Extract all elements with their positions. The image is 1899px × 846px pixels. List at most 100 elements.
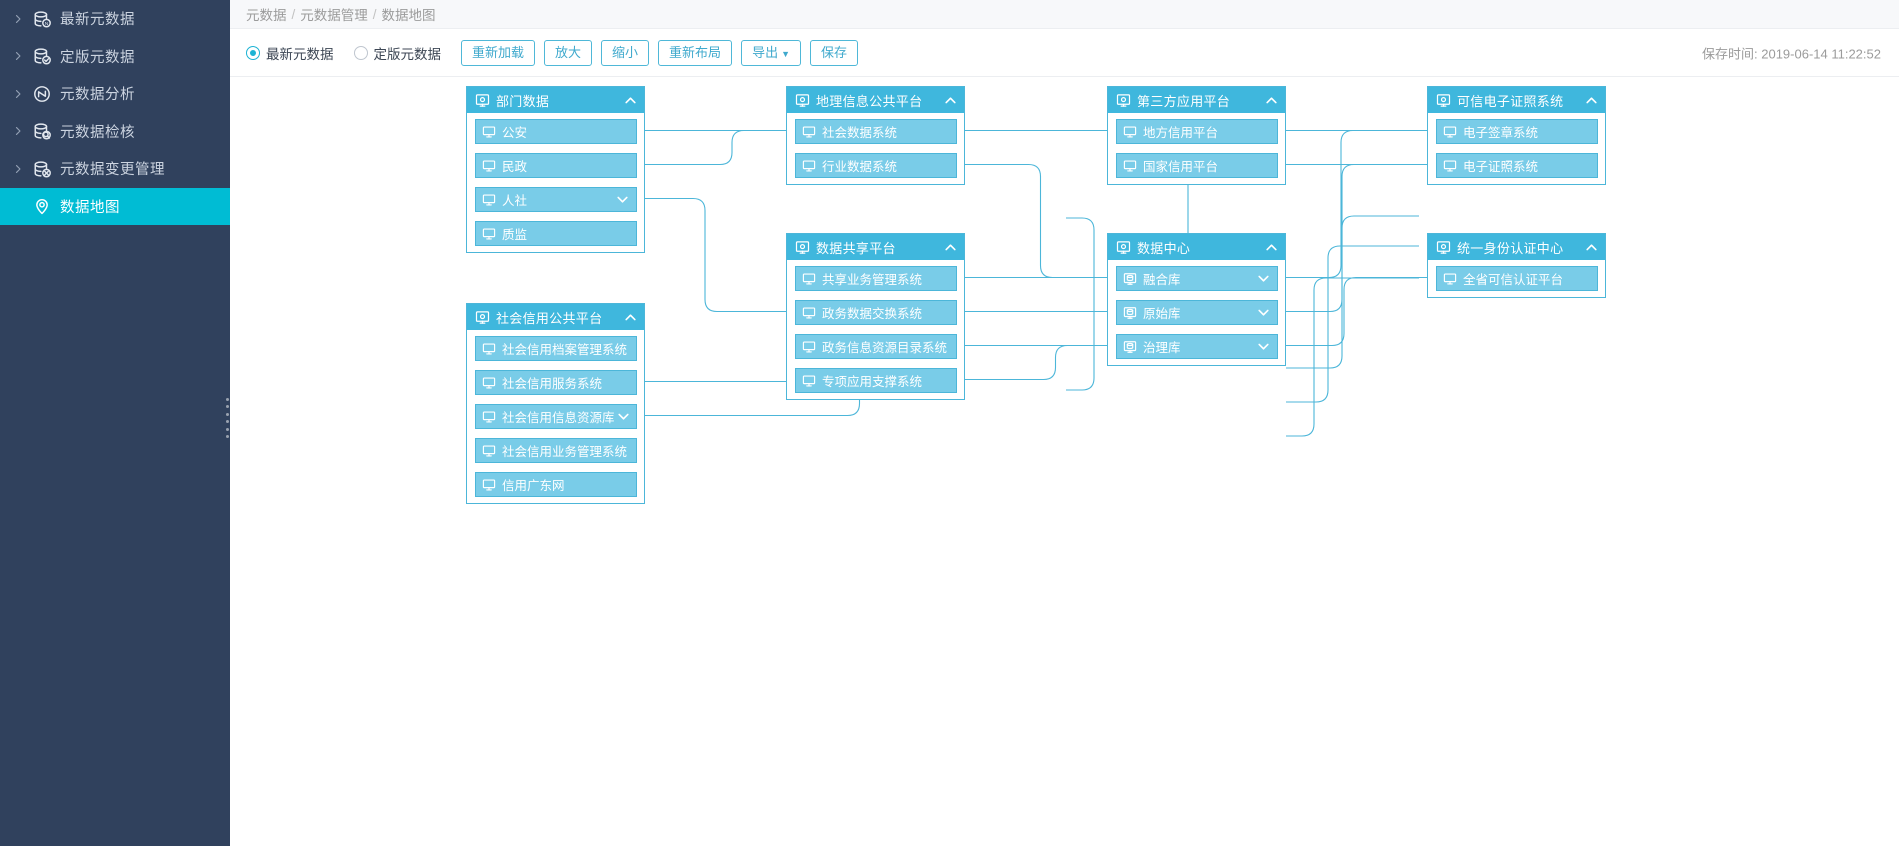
node-shxy-2[interactable]: 社会信用服务系统 — [475, 370, 637, 395]
caret-down-icon: ▼ — [781, 48, 790, 59]
node-sjzx-2[interactable]: 原始库 — [1116, 300, 1278, 325]
breadcrumb-item-2[interactable]: 元数据管理 — [300, 8, 368, 23]
group-title: 社会信用公共平台 — [496, 310, 603, 326]
chevron-up-icon[interactable] — [1263, 93, 1279, 108]
group-header-sjzx[interactable]: 数据中心 — [1108, 234, 1285, 260]
edge — [638, 129, 786, 166]
group-tysf[interactable]: 统一身份认证中心全省可信认证平台 — [1427, 233, 1606, 298]
node-label: 社会信用服务系统 — [502, 377, 603, 391]
db-node-icon — [1123, 306, 1138, 320]
chevron-up-icon[interactable] — [942, 240, 958, 255]
node-label: 人社 — [502, 194, 528, 208]
group-bmsj[interactable]: 部门数据公安民政人社质监 — [466, 86, 645, 253]
edge — [1286, 277, 1419, 437]
group-icon — [795, 240, 811, 255]
node-bmsj-2[interactable]: 民政 — [475, 153, 637, 178]
node-sjgx-2[interactable]: 政务数据交换系统 — [795, 300, 957, 325]
chevron-down-icon[interactable] — [1254, 305, 1272, 320]
group-header-dlxx[interactable]: 地理信息公共平台 — [787, 87, 964, 113]
save-button[interactable]: 保存 — [810, 39, 859, 66]
sidebar-item-2[interactable]: 定版元数据 — [0, 38, 230, 76]
node-shxy-4[interactable]: 社会信用业务管理系统 — [475, 438, 637, 463]
group-header-shxy[interactable]: 社会信用公共平台 — [467, 304, 644, 330]
group-kxdz[interactable]: 可信电子证照系统电子签章系统电子证照系统 — [1427, 86, 1606, 185]
group-body-dlxx: 社会数据系统行业数据系统 — [787, 113, 964, 184]
graph-canvas[interactable]: 部门数据公安民政人社质监社会信用公共平台社会信用档案管理系统社会信用服务系统社会… — [230, 78, 1899, 846]
group-body-tysf: 全省可信认证平台 — [1428, 260, 1605, 297]
node-tysf-1[interactable]: 全省可信认证平台 — [1436, 266, 1598, 291]
edge — [638, 197, 786, 313]
sidebar-item-4[interactable]: 元数据检核 — [0, 113, 230, 151]
sidebar-resize-handle[interactable] — [224, 398, 230, 438]
group-dlxx[interactable]: 地理信息公共平台社会数据系统行业数据系统 — [786, 86, 965, 185]
monitor-icon — [1443, 159, 1458, 173]
breadcrumb-separator: / — [372, 6, 377, 22]
group-icon — [795, 93, 811, 108]
monitor-icon — [802, 374, 817, 388]
group-sjzx[interactable]: 数据中心融合库原始库治理库 — [1107, 233, 1286, 366]
group-sjgx[interactable]: 数据共享平台共享业务管理系统政务数据交换系统政务信息资源目录系统专项应用支撑系统 — [786, 233, 965, 400]
radio-latest-metadata[interactable]: 最新元数据 — [246, 43, 346, 63]
group-icon — [475, 93, 491, 108]
chevron-up-icon[interactable] — [622, 310, 638, 325]
group-dsfyy[interactable]: 第三方应用平台地方信用平台国家信用平台 — [1107, 86, 1286, 185]
export-button[interactable]: 导出▼ — [741, 39, 801, 66]
chevron-down-icon[interactable] — [1254, 339, 1272, 354]
group-header-tysf[interactable]: 统一身份认证中心 — [1428, 234, 1605, 260]
group-header-dsfyy[interactable]: 第三方应用平台 — [1108, 87, 1285, 113]
node-shxy-5[interactable]: 信用广东网 — [475, 472, 637, 497]
node-sjgx-1[interactable]: 共享业务管理系统 — [795, 266, 957, 291]
sidebar-item-6[interactable]: 数据地图 — [0, 187, 230, 225]
group-title: 可信电子证照系统 — [1457, 93, 1564, 109]
monitor-icon — [482, 159, 497, 173]
radio-versioned-metadata[interactable]: 定版元数据 — [353, 43, 454, 63]
node-dsfyy-1[interactable]: 地方信用平台 — [1116, 119, 1278, 144]
chevron-up-icon[interactable] — [622, 93, 638, 108]
node-dlxx-2[interactable]: 行业数据系统 — [795, 153, 957, 178]
handle-dot — [225, 412, 229, 416]
node-bmsj-4[interactable]: 质监 — [475, 221, 637, 246]
zoom-in-button[interactable]: 放大 — [544, 39, 593, 66]
group-header-kxdz[interactable]: 可信电子证照系统 — [1428, 87, 1605, 113]
breadcrumb-item-1[interactable]: 元数据 — [246, 8, 287, 23]
node-sjgx-3[interactable]: 政务信息资源目录系统 — [795, 334, 957, 359]
node-kxdz-2[interactable]: 电子证照系统 — [1436, 153, 1598, 178]
node-shxy-1[interactable]: 社会信用档案管理系统 — [475, 336, 637, 361]
node-bmsj-3[interactable]: 人社 — [475, 187, 637, 212]
node-kxdz-1[interactable]: 电子签章系统 — [1436, 119, 1598, 144]
node-sjzx-3[interactable]: 治理库 — [1116, 334, 1278, 359]
group-header-bmsj[interactable]: 部门数据 — [467, 87, 644, 113]
db-search-icon — [28, 122, 56, 140]
sidebar-item-5[interactable]: 元数据变更管理 — [0, 150, 230, 188]
node-sjzx-1[interactable]: 融合库 — [1116, 266, 1278, 291]
chevron-up-icon[interactable] — [1583, 240, 1599, 255]
node-label: 政务数据交换系统 — [822, 307, 923, 321]
node-shxy-3[interactable]: 社会信用信息资源库 — [475, 404, 637, 429]
node-label: 治理库 — [1143, 341, 1181, 355]
chevron-down-icon[interactable] — [1254, 271, 1272, 286]
group-shxy[interactable]: 社会信用公共平台社会信用档案管理系统社会信用服务系统社会信用信息资源库社会信用业… — [466, 303, 645, 504]
sidebar-item-3[interactable]: 元数据分析 — [0, 75, 230, 113]
zoom-out-button[interactable]: 缩小 — [601, 39, 650, 66]
edge — [1286, 215, 1419, 369]
node-dsfyy-2[interactable]: 国家信用平台 — [1116, 153, 1278, 178]
map-pin-icon — [28, 197, 56, 215]
chevron-down-icon[interactable] — [613, 192, 631, 207]
chevron-up-icon[interactable] — [1583, 93, 1599, 108]
handle-dot — [225, 434, 229, 438]
node-sjgx-4[interactable]: 专项应用支撑系统 — [795, 368, 957, 393]
node-dlxx-1[interactable]: 社会数据系统 — [795, 119, 957, 144]
relayout-button[interactable]: 重新布局 — [658, 39, 733, 66]
chevron-up-icon[interactable] — [942, 93, 958, 108]
handle-dot — [225, 405, 229, 409]
chevron-down-icon[interactable] — [615, 409, 633, 424]
reload-button[interactable]: 重新加载 — [461, 39, 536, 66]
node-label: 专项应用支撑系统 — [822, 375, 923, 389]
chevron-up-icon[interactable] — [1263, 240, 1279, 255]
sidebar-item-label: 最新元数据 — [60, 12, 135, 29]
group-header-sjgx[interactable]: 数据共享平台 — [787, 234, 964, 260]
node-bmsj-1[interactable]: 公安 — [475, 119, 637, 144]
group-icon — [1436, 240, 1452, 255]
